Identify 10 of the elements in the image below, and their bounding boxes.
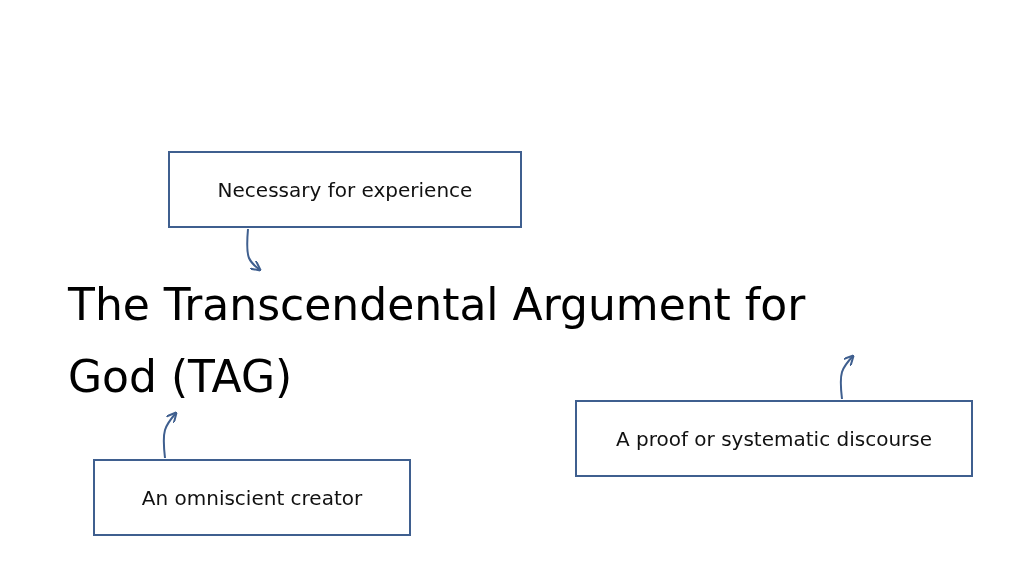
box-label: A proof or systematic discourse bbox=[615, 426, 932, 451]
arrow bbox=[162, 411, 178, 459]
box-label: Necessary for experience bbox=[217, 177, 473, 202]
text-box bbox=[168, 151, 522, 228]
arrow bbox=[246, 228, 262, 272]
arrow bbox=[839, 354, 855, 400]
text-box bbox=[575, 400, 973, 477]
text-box bbox=[93, 459, 411, 536]
box-label: An omniscient creator bbox=[141, 485, 363, 510]
heading-text: The Transcendental Argument for God (TAG) bbox=[68, 278, 807, 404]
